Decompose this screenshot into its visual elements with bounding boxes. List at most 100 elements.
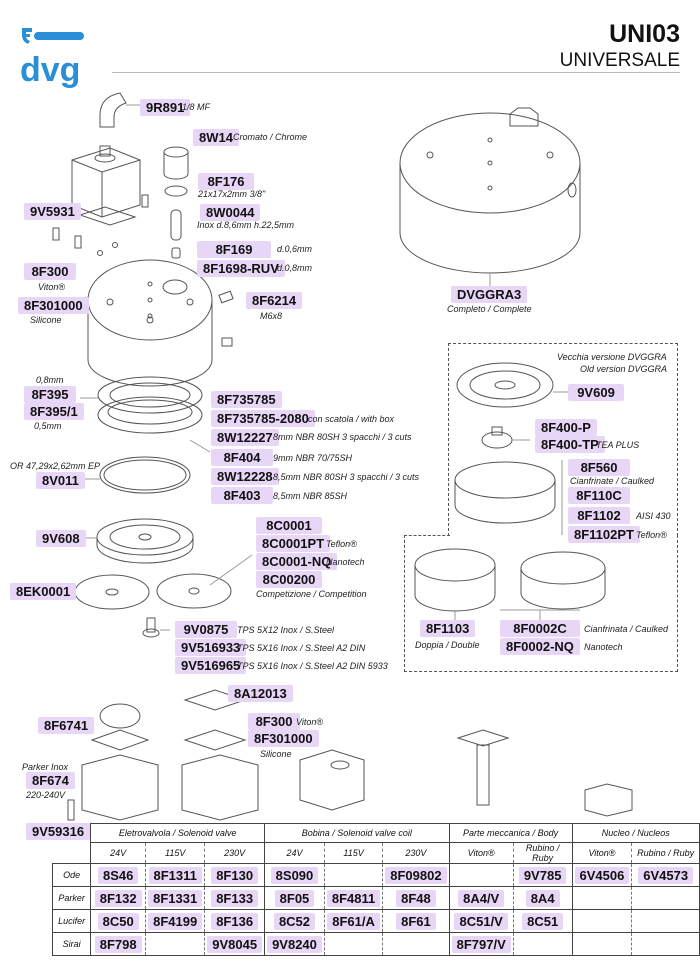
part-code-9V0875: 9V0875 [175, 621, 237, 638]
part-code: 8F130 [211, 866, 259, 884]
portafilter-logo-icon: dvg [20, 28, 84, 89]
part-note-8F404: 9mm NBR 70/75SH [273, 453, 353, 463]
part-code-8F6214: 8F6214 [246, 292, 303, 309]
table-cell: 9V8240 [264, 932, 325, 956]
part-code-9R891: 9R891 [140, 99, 191, 116]
baskets-frame-top-left [404, 535, 450, 536]
part-note-8F0002-NQ: Nanotech [584, 642, 623, 652]
table-cell [323, 863, 383, 887]
part-code-9V609: 9V609 [568, 384, 624, 401]
solenoid-valve-drawing [71, 145, 141, 226]
table-cell: 8F798 [90, 932, 146, 956]
table-cell: 8C51/V [448, 909, 514, 933]
part-code: 8C51/V [454, 912, 508, 930]
part-note-top-8F674: Parker Inox [22, 762, 69, 772]
old-version-label-en: Old version DVGGRA [580, 364, 668, 374]
table-cell: 8F1311 [145, 863, 205, 887]
table-cell: 8F09802 [382, 863, 450, 887]
table-cell: 8C52 [264, 909, 325, 933]
part-note-8F1102PT: Teflon® [636, 530, 667, 540]
part-note-8F0002C: Cianfrinata / Caulked [584, 624, 669, 634]
table-cell: 8F05 [264, 886, 325, 910]
gasket-rings-drawing [76, 376, 211, 494]
part-code: 9V785 [518, 866, 567, 884]
part-note-8F300: Viton® [38, 282, 65, 292]
part-code-8F1103: 8F1103 [420, 620, 476, 637]
part-note-8C0001PT: Teflon® [326, 539, 357, 549]
part-note-8F560: Cianfrinate / Caulked [570, 476, 655, 486]
subheader-cell: 115V [145, 842, 205, 864]
shower-screens-drawing [72, 554, 253, 610]
part-code: 8C50 [97, 912, 139, 930]
part-code-8F0002-NQ: 8F0002-NQ [500, 638, 580, 655]
part-note-8F301000-b: Silicone [260, 749, 292, 759]
part-code-8F735785: 8F735785 [211, 391, 282, 408]
part-note-8F6214: M6x8 [260, 311, 283, 321]
part-code-9V608: 9V608 [36, 530, 86, 547]
table-cell [512, 932, 573, 956]
solenoid-valves-bottom-drawing [56, 689, 633, 821]
table-cell [145, 932, 205, 956]
table-cell: 6V4573 [631, 863, 700, 887]
table-cell: 8F797/V [448, 932, 514, 956]
part-code: 8F09802 [385, 866, 447, 884]
group-head-body-drawing [87, 259, 234, 387]
table-cell: 8C50 [90, 909, 146, 933]
part-code-8F404: 8F404 [211, 449, 273, 466]
part-note-8F1102: AISI 430 [636, 511, 671, 521]
part-code: 8F48 [396, 889, 436, 907]
part-note-8F395: 0,8mm [36, 375, 64, 385]
part-code-8A12013: 8A12013 [228, 685, 293, 702]
table-cell: 8F1331 [145, 886, 205, 910]
table-cell: 8F61 [382, 909, 450, 933]
part-code: 8C52 [273, 912, 316, 930]
table-cell: 8A4/V [448, 886, 514, 910]
part-code-8EK0001: 8EK0001 [10, 583, 77, 600]
part-code-8F395-1: 8F395/1 [24, 403, 84, 420]
part-code-8F300: 8F300 [24, 263, 76, 280]
part-note-8F1103: Doppia / Double [415, 640, 480, 650]
part-note-8F403: 8,5mm NBR 85SH [273, 491, 348, 501]
table-cell [571, 886, 632, 910]
part-code: 8C51 [522, 912, 564, 930]
part-code-8C0001PT: 8C0001PT [256, 535, 331, 552]
part-note-8F395-1: 0,5mm [34, 421, 62, 431]
subheader-cell: 24V [90, 842, 146, 864]
group-header-solenoid-valve: Eletrovalvola / Solenoid valve [90, 823, 266, 843]
part-note-8F400-TP: TEA PLUS [596, 440, 640, 450]
part-code-8F1102PT: 8F1102PT [568, 526, 640, 543]
shower-screw-drawing [142, 617, 170, 638]
part-code: 8F4199 [148, 912, 203, 930]
part-code-8F169: 8F169 [197, 241, 271, 258]
part-note-8F176: 21x17x2mm 3/8" [198, 189, 266, 199]
table-cell: 9V8045 [204, 932, 265, 956]
subheader-cell: Rubino / Ruby [631, 842, 700, 864]
part-note-8W0044: Inox d.8,6mm h.22,5mm [197, 220, 295, 230]
row-brand-label: Ode [51, 863, 92, 887]
part-code-8W12227: 8W12227 [211, 429, 279, 446]
model-title: UNI03 [609, 20, 680, 48]
group-header-body: Parte meccanica / Body [448, 823, 573, 843]
svg-text:dvg: dvg [20, 51, 80, 88]
part-note-8W12228: 8,5mm NBR 80SH 3 spacchi / 3 cuts [273, 472, 420, 482]
dvggra3-drawing [399, 107, 581, 288]
part-note-9V0875: TPS 5X12 Inox / S.Steel [237, 625, 335, 635]
table-cell [571, 932, 632, 956]
part-code-8V011: 8V011 [36, 472, 85, 489]
part-code: 8F61/A [327, 912, 380, 930]
old-version-drawing [454, 362, 568, 535]
part-code-8F674: 8F674 [26, 772, 75, 789]
part-code-8F110C: 8F110C [568, 487, 630, 504]
table-cell: 8F136 [204, 909, 265, 933]
subheader-cell: 115V [323, 842, 383, 864]
part-code: 8F4811 [326, 889, 381, 907]
part-note-8C00200: Competizione / Competition [256, 589, 367, 599]
part-code: 8F797/V [451, 935, 511, 953]
table-cell: 8F61/A [323, 909, 383, 933]
part-note-9V516933: TPS 5X16 Inox / S.Steel A2 DIN [237, 643, 366, 653]
part-note-8W12227: 8mm NBR 80SH 3 spacchi / 3 cuts [273, 432, 412, 442]
baskets-frame [404, 535, 678, 672]
part-note-DVGGRA3: Completo / Complete [447, 304, 532, 314]
